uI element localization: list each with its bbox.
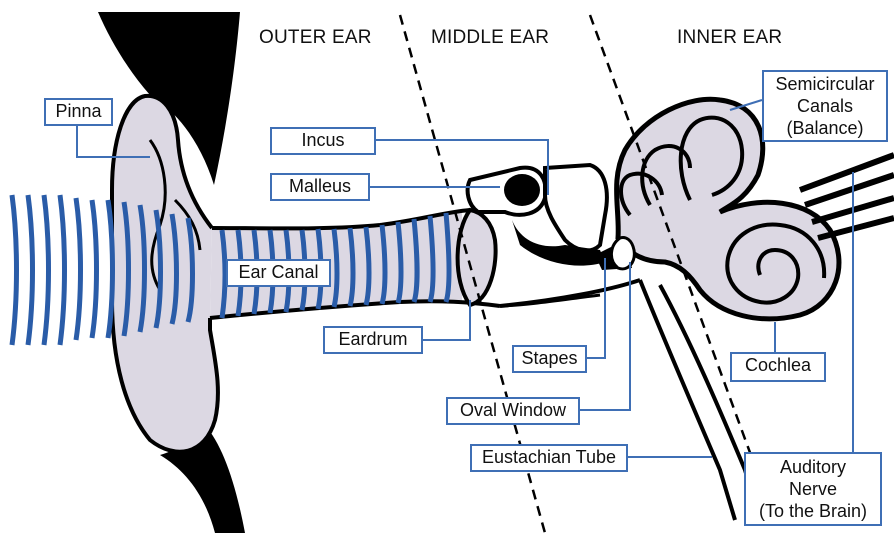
- auditory-line-3: (To the Brain): [746, 500, 880, 522]
- pinna-label: Pinna: [44, 98, 113, 126]
- auditory-line-1: Auditory: [746, 456, 880, 478]
- middle-ear-heading: MIDDLE EAR: [431, 27, 549, 49]
- stapes-label: Stapes: [512, 345, 587, 373]
- eardrum-label: Eardrum: [323, 326, 423, 354]
- eustachian-tube-label: Eustachian Tube: [470, 444, 628, 472]
- leader-eardrum: [423, 300, 470, 340]
- semicircular-line-3: (Balance): [764, 117, 886, 139]
- head-floor: [500, 295, 600, 306]
- eardrum-shape: [458, 210, 496, 305]
- oval-window-label: Oval Window: [446, 397, 580, 425]
- middle-ear-floor: [500, 280, 640, 306]
- semicircular-line-2: Canals: [764, 95, 886, 117]
- outer-ear-heading: OUTER EAR: [259, 27, 372, 49]
- malleus-head: [504, 174, 540, 206]
- cochlea-label: Cochlea: [730, 352, 826, 382]
- auditory-line-2: Nerve: [746, 478, 880, 500]
- incus-label: Incus: [270, 127, 376, 155]
- incus-shape: [545, 165, 607, 250]
- semicircular-line-1: Semicircular: [764, 73, 886, 95]
- leader-stapes: [587, 258, 605, 358]
- auditory-nerve-label: Auditory Nerve (To the Brain): [744, 452, 882, 526]
- inner-ear-heading: INNER EAR: [677, 27, 782, 49]
- semicircular-canals-label: Semicircular Canals (Balance): [762, 70, 888, 142]
- malleus-label: Malleus: [270, 173, 370, 201]
- ear-canal-label: Ear Canal: [226, 259, 331, 287]
